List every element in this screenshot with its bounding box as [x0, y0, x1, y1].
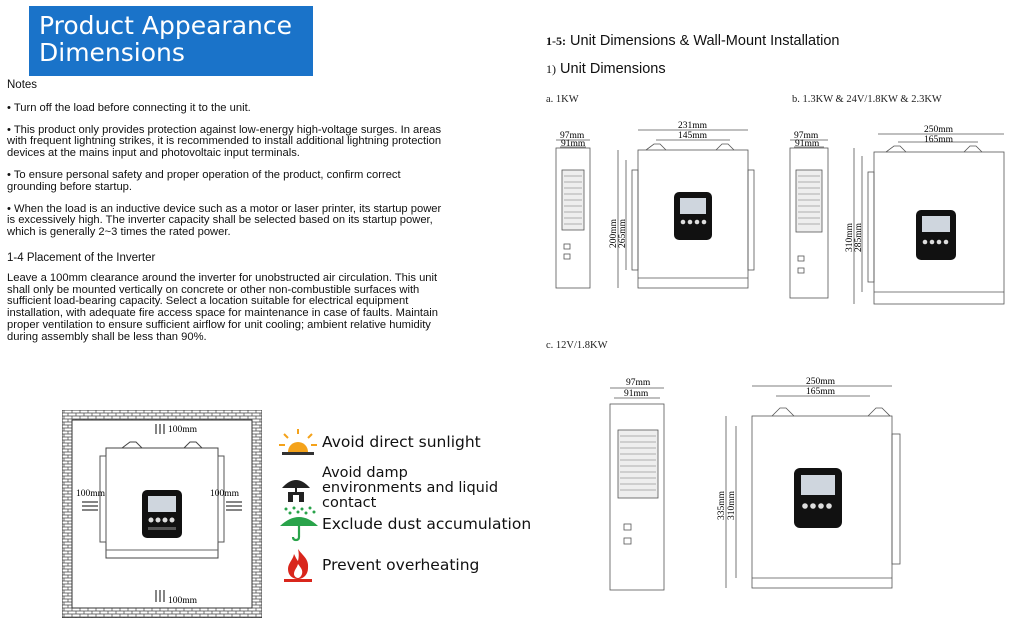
fire-icon — [284, 549, 312, 582]
spec-section-title: 1-5: Unit Dimensions & Wall-Mount Instal… — [546, 33, 839, 49]
clearance-bottom-label: 100mm — [168, 596, 198, 606]
dim-b-height-inner: 310mm — [845, 222, 855, 252]
note-item: • This product only provides protection … — [7, 123, 442, 160]
model-a-label: a. 1KW — [546, 94, 579, 105]
dim-c-height-outer: 335mm — [717, 490, 727, 520]
dim-c-height-inner: 310mm — [727, 490, 737, 520]
dim-b-width-outer: 250mm — [924, 125, 954, 135]
spec-section-num: 1-5: — [546, 34, 566, 48]
tip-sunlight: Avoid direct sunlight — [278, 428, 481, 456]
dim-a-width-outer: 231mm — [678, 121, 708, 131]
clearance-left-label: 100mm — [76, 489, 106, 499]
title-banner: Product Appearance Dimensions — [29, 6, 313, 76]
dim-a-height-outer: 265mm — [618, 218, 628, 248]
spec-sub-text: Unit Dimensions — [560, 61, 666, 77]
dim-c-width-inner: 165mm — [806, 387, 836, 397]
tip-text: Avoid direct sunlight — [322, 433, 481, 451]
notes-heading: Notes — [7, 79, 38, 91]
dim-c-width-outer: 250mm — [806, 377, 836, 387]
clearance-right-label: 100mm — [210, 489, 240, 499]
placement-text: Leave a 100mm clearance around the inver… — [7, 271, 438, 343]
umbrella-house-icon — [282, 479, 310, 502]
clearance-top-label: 100mm — [168, 425, 198, 435]
tip-dust: Exclude dust accumulation — [278, 506, 531, 542]
dim-a-depth-outer: 97mm — [560, 131, 585, 141]
tip-text: Prevent overheating — [322, 556, 480, 574]
dim-c-depth-outer: 97mm — [626, 378, 651, 388]
inverter-outline — [99, 441, 225, 559]
tip-text: Exclude dust accumulation — [322, 515, 532, 533]
model-b-drawing: 97mm 91mm 250mm 165mm 310mm 285mm — [789, 125, 1005, 305]
note-item: • Turn off the load before connecting it… — [7, 101, 251, 114]
rain-umbrella-icon — [280, 506, 318, 542]
spec-section-text: Unit Dimensions & Wall-Mount Installatio… — [570, 33, 840, 49]
title-line-1: Product Appearance — [39, 11, 292, 40]
dim-b-depth-inner: 91mm — [795, 139, 820, 149]
model-c-label: c. 12V/1.8KW — [546, 340, 608, 351]
note-item: • To ensure personal safety and proper o… — [7, 168, 401, 193]
note-item: • When the load is an inductive device s… — [7, 202, 442, 239]
title-line-2: Dimensions — [39, 38, 185, 67]
dim-b-height-outer: 285mm — [854, 222, 864, 252]
tip-text: Avoid damp environments and liquid conta… — [322, 465, 499, 511]
dim-c-depth-inner: 91mm — [624, 389, 649, 399]
dim-b-width-inner: 165mm — [924, 135, 954, 145]
dim-a-height-inner: 200mm — [609, 218, 619, 248]
placement-heading: 1-4 Placement of the Inverter — [7, 251, 156, 264]
model-c-drawing: 97mm 91mm 250mm 165mm 335mm 310mm — [609, 377, 901, 591]
tip-damp: Avoid damp environments and liquid conta… — [278, 466, 512, 511]
notes-section: Notes • Turn off the load before connect… — [7, 79, 447, 354]
dim-b-depth-outer: 97mm — [794, 131, 819, 141]
clearance-diagram: 100mm 100mm 100mm 100mm — [62, 410, 262, 618]
tip-heat: Prevent overheating — [278, 548, 479, 582]
spec-subtitle: 1) Unit Dimensions — [546, 61, 666, 77]
spec-sub-num: 1) — [546, 62, 556, 76]
model-b-label: b. 1.3KW & 24V/1.8KW & 2.3KW — [792, 94, 942, 105]
model-a-drawing: 97mm 91mm 231mm 145mm 200mm 265mm — [555, 121, 755, 289]
dim-a-width-inner: 145mm — [678, 131, 708, 141]
dim-a-depth-inner: 91mm — [561, 139, 586, 149]
sun-icon — [279, 429, 317, 455]
